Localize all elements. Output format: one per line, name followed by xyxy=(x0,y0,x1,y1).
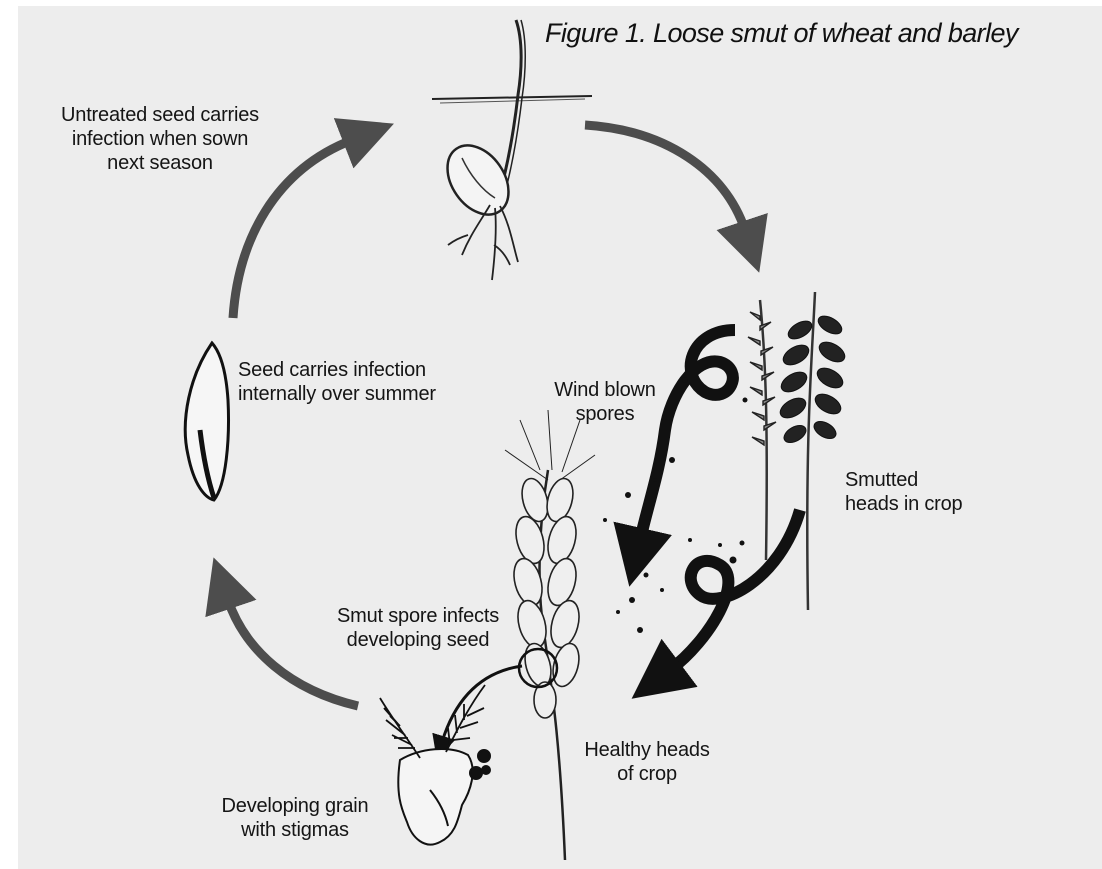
label-developing-grain: Developing grain with stigmas xyxy=(205,794,385,842)
infection-arrow xyxy=(442,666,522,742)
label-spore-infects: Smut spore infects developing seed xyxy=(318,604,518,652)
label-healthy-heads: Healthy heads of crop xyxy=(572,738,722,786)
label-untreated-seed: Untreated seed carries infection when so… xyxy=(40,103,280,175)
label-smutted-heads: Smutted heads in crop xyxy=(845,468,962,516)
label-seed-over-summer: Seed carries infection internally over s… xyxy=(238,358,436,406)
grain-with-stigmas-icon xyxy=(380,685,490,845)
cycle-arrow-top-right xyxy=(585,125,745,230)
seedling-icon xyxy=(432,20,592,280)
label-wind-blown-spores: Wind blown spores xyxy=(540,378,670,426)
figure-title: Figure 1. Loose smut of wheat and barley xyxy=(545,18,1090,49)
seed-icon xyxy=(185,343,228,500)
smutted-head-icon xyxy=(748,292,848,610)
healthy-wheat-head-icon xyxy=(505,410,595,860)
